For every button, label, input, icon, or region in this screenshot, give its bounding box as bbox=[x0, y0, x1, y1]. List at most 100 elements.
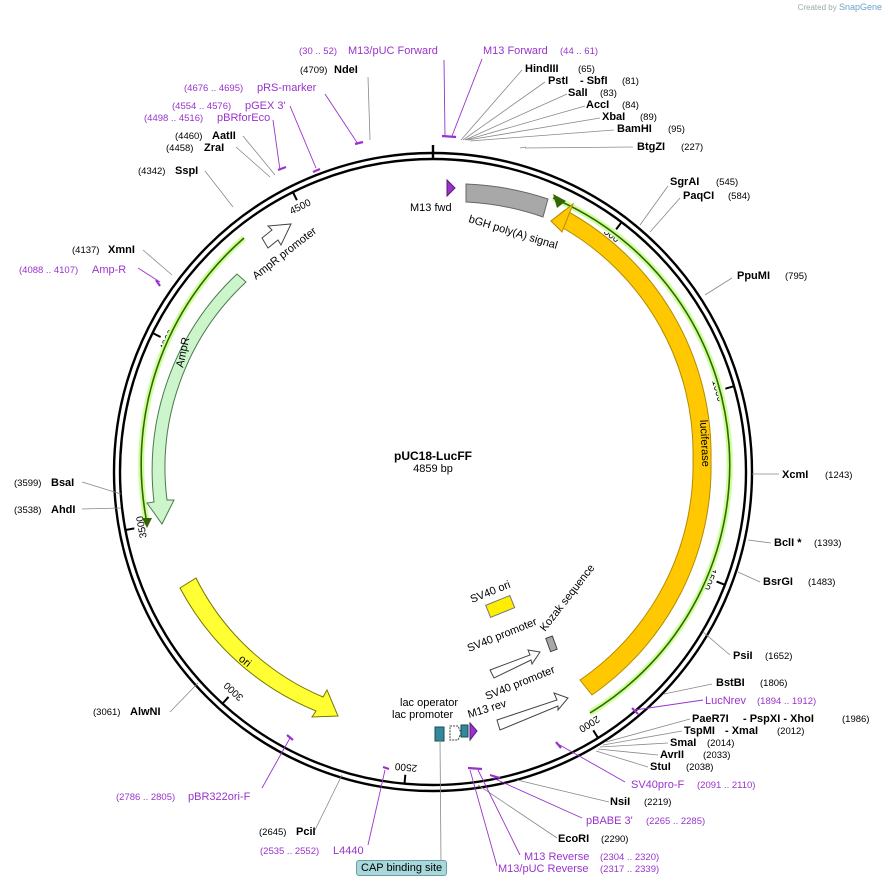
enzyme-pos-ecori: (2290) bbox=[601, 834, 628, 845]
enzyme-xbai[interactable]: XbaI bbox=[602, 111, 625, 123]
primer-m13puc-rev[interactable]: M13/pUC Reverse bbox=[498, 863, 588, 875]
enzyme-alwni[interactable]: AlwNI bbox=[130, 706, 161, 718]
ruler-tick-3500 bbox=[125, 527, 135, 532]
enzyme-smai[interactable]: SmaI bbox=[670, 737, 696, 749]
ruler-tick-1500 bbox=[716, 580, 726, 586]
m13-fwd-feature bbox=[446, 178, 456, 198]
ruler-tick-4000 bbox=[152, 332, 162, 338]
lac-promoter-feature bbox=[449, 725, 462, 741]
primer-m13-rev[interactable]: M13 Reverse bbox=[524, 851, 589, 863]
enzyme-paer7i[interactable]: PaeR7I bbox=[692, 713, 729, 725]
lac-promoter-label: lac promoter bbox=[392, 709, 453, 721]
kozak-label: Kozak sequence bbox=[538, 562, 598, 633]
enzyme-ecori[interactable]: EcoRI bbox=[558, 833, 589, 845]
enzyme-sspi[interactable]: SspI bbox=[175, 165, 198, 177]
ampr-orf-line-core bbox=[140, 237, 245, 524]
primer-m13-fwd[interactable]: M13 Forward bbox=[483, 45, 548, 57]
ori-feature bbox=[179, 577, 339, 718]
enzyme-zrai[interactable]: ZraI bbox=[204, 142, 224, 154]
primer-prs-marker[interactable]: pRS-marker bbox=[257, 82, 317, 94]
primer-pos-lucnrev: (1894 .. 1912) bbox=[757, 696, 816, 707]
primer-sv40pro-f[interactable]: SV40pro-F bbox=[631, 779, 684, 791]
enzyme-pos-ndei: (4709) bbox=[300, 65, 327, 76]
primer-ampr[interactable]: Amp-R bbox=[92, 264, 126, 276]
snapgene-credit: Created by SnapGene bbox=[798, 2, 882, 12]
enzyme-pos-sgrai: (545) bbox=[716, 177, 738, 188]
enzyme-avrii[interactable]: AvrII bbox=[660, 749, 684, 761]
primer-pos-l4440: (2535 .. 2552) bbox=[260, 846, 319, 857]
enzyme-sgrai[interactable]: SgrAI bbox=[670, 176, 699, 188]
ruler-label-2500: 2500 bbox=[394, 760, 418, 773]
enzyme-pos-sali: (83) bbox=[600, 88, 617, 99]
enzyme-xmni[interactable]: XmnI bbox=[108, 244, 135, 256]
enzyme-pos-pcii: (2645) bbox=[259, 827, 286, 838]
enzyme-pos-aatii: (4460) bbox=[175, 131, 202, 142]
ruler-label-2000: 2000 bbox=[576, 713, 601, 734]
enzyme-acci[interactable]: AccI bbox=[586, 99, 609, 111]
enzyme-xcmi[interactable]: XcmI bbox=[782, 469, 808, 481]
primer-pbabe3[interactable]: pBABE 3' bbox=[586, 815, 633, 827]
m13-fwd-label: M13 fwd bbox=[410, 202, 452, 214]
enzyme-pos-xbai: (89) bbox=[640, 112, 657, 123]
enzyme-pos-nsii: (2219) bbox=[644, 797, 671, 808]
enzyme-psti[interactable]: PstI bbox=[548, 75, 568, 87]
enzyme-pos-acci: (84) bbox=[622, 100, 639, 111]
enzyme-pos-paqci: (584) bbox=[728, 191, 750, 202]
enzyme-tspmi-extra[interactable]: - XmaI bbox=[725, 725, 758, 737]
enzyme-pos-alwni: (3061) bbox=[93, 707, 120, 718]
luciferase-feature bbox=[550, 209, 712, 696]
primer-lucnrev[interactable]: LucNrev bbox=[705, 695, 746, 707]
primer-pbr322ori-f[interactable]: pBR322ori-F bbox=[188, 791, 251, 803]
primer-pbrforeco[interactable]: pBRforEco bbox=[217, 112, 270, 124]
m13-rev-feature bbox=[469, 721, 478, 742]
enzyme-tspmi[interactable]: TspMI bbox=[684, 725, 715, 737]
ruler-tick-4500 bbox=[291, 191, 298, 201]
enzyme-sali[interactable]: SalI bbox=[568, 87, 588, 99]
primer-l4440[interactable]: L4440 bbox=[333, 845, 364, 857]
enzyme-pos-hindiii: (65) bbox=[578, 64, 595, 75]
credit-prefix: Created by bbox=[797, 3, 837, 12]
primer-pgex3[interactable]: pGEX 3' bbox=[245, 100, 286, 112]
ampr-orf-arrowhead bbox=[142, 518, 152, 528]
primer-m13puc-fwd[interactable]: M13/pUC Forward bbox=[348, 45, 438, 57]
cap-binding-site-label[interactable]: CAP binding site bbox=[356, 860, 448, 876]
enzyme-bsrgi[interactable]: BsrGI bbox=[763, 576, 793, 588]
enzyme-pos-ppumi: (795) bbox=[785, 271, 807, 282]
ruler-tick-2000 bbox=[592, 729, 599, 739]
primer-pos-pbrforeco: (4498 .. 4516) bbox=[144, 113, 203, 124]
ruler-label-4500: 4500 bbox=[288, 197, 313, 217]
enzyme-bstbi[interactable]: BstBI bbox=[716, 677, 745, 689]
enzyme-bcli[interactable]: BclI * bbox=[774, 537, 802, 549]
primer-pos-sv40pro-f: (2091 .. 2110) bbox=[697, 780, 755, 791]
primer-pos-pbr322ori-f: (2786 .. 2805) bbox=[116, 792, 175, 803]
enzyme-pos-stui: (2038) bbox=[686, 762, 713, 773]
enzyme-pos-bstbi: (1806) bbox=[760, 678, 787, 689]
enzyme-ndei[interactable]: NdeI bbox=[334, 64, 358, 76]
enzyme-pcii[interactable]: PciI bbox=[296, 826, 316, 838]
enzyme-labels: (4709) NdeI HindIII (65) PstI - SbfI (81… bbox=[14, 63, 869, 845]
ampr-feature bbox=[146, 273, 247, 525]
ruler-tick-500 bbox=[615, 221, 623, 230]
ruler-tick-1000 bbox=[725, 385, 735, 390]
primer-pos-pgex3: (4554 .. 4576) bbox=[172, 101, 231, 112]
enzyme-pos-ahdi: (3538) bbox=[14, 505, 41, 516]
primer-pos-pbabe3: (2265 .. 2285) bbox=[646, 816, 705, 827]
enzyme-pos-smai: (2014) bbox=[707, 738, 734, 749]
luciferase-arrowhead bbox=[550, 202, 575, 233]
enzyme-btgzi[interactable]: BtgZI bbox=[637, 141, 665, 153]
enzyme-bamhi[interactable]: BamHI bbox=[617, 123, 652, 135]
primer-labels: (30 .. 52) M13/pUC Forward M13 Forward (… bbox=[19, 45, 816, 875]
enzyme-ppumi[interactable]: PpuMI bbox=[737, 270, 770, 282]
primer-pos-m13puc-fwd: (30 .. 52) bbox=[299, 46, 337, 57]
enzyme-hindiii[interactable]: HindIII bbox=[525, 63, 559, 75]
enzyme-nsii[interactable]: NsiI bbox=[610, 796, 630, 808]
enzyme-paqci[interactable]: PaqCI bbox=[683, 190, 714, 202]
enzyme-psii[interactable]: PsiI bbox=[733, 650, 753, 662]
enzyme-paer7i-extra[interactable]: - PspXI - XhoI bbox=[743, 713, 814, 725]
enzyme-psti-extra[interactable]: - SbfI bbox=[580, 75, 608, 87]
snapgene-logo-text: SnapGene bbox=[838, 2, 882, 12]
enzyme-ahdi[interactable]: AhdI bbox=[51, 504, 75, 516]
enzyme-aatii[interactable]: AatII bbox=[212, 130, 236, 142]
enzyme-bsai[interactable]: BsaI bbox=[51, 477, 74, 489]
enzyme-stui[interactable]: StuI bbox=[650, 761, 671, 773]
